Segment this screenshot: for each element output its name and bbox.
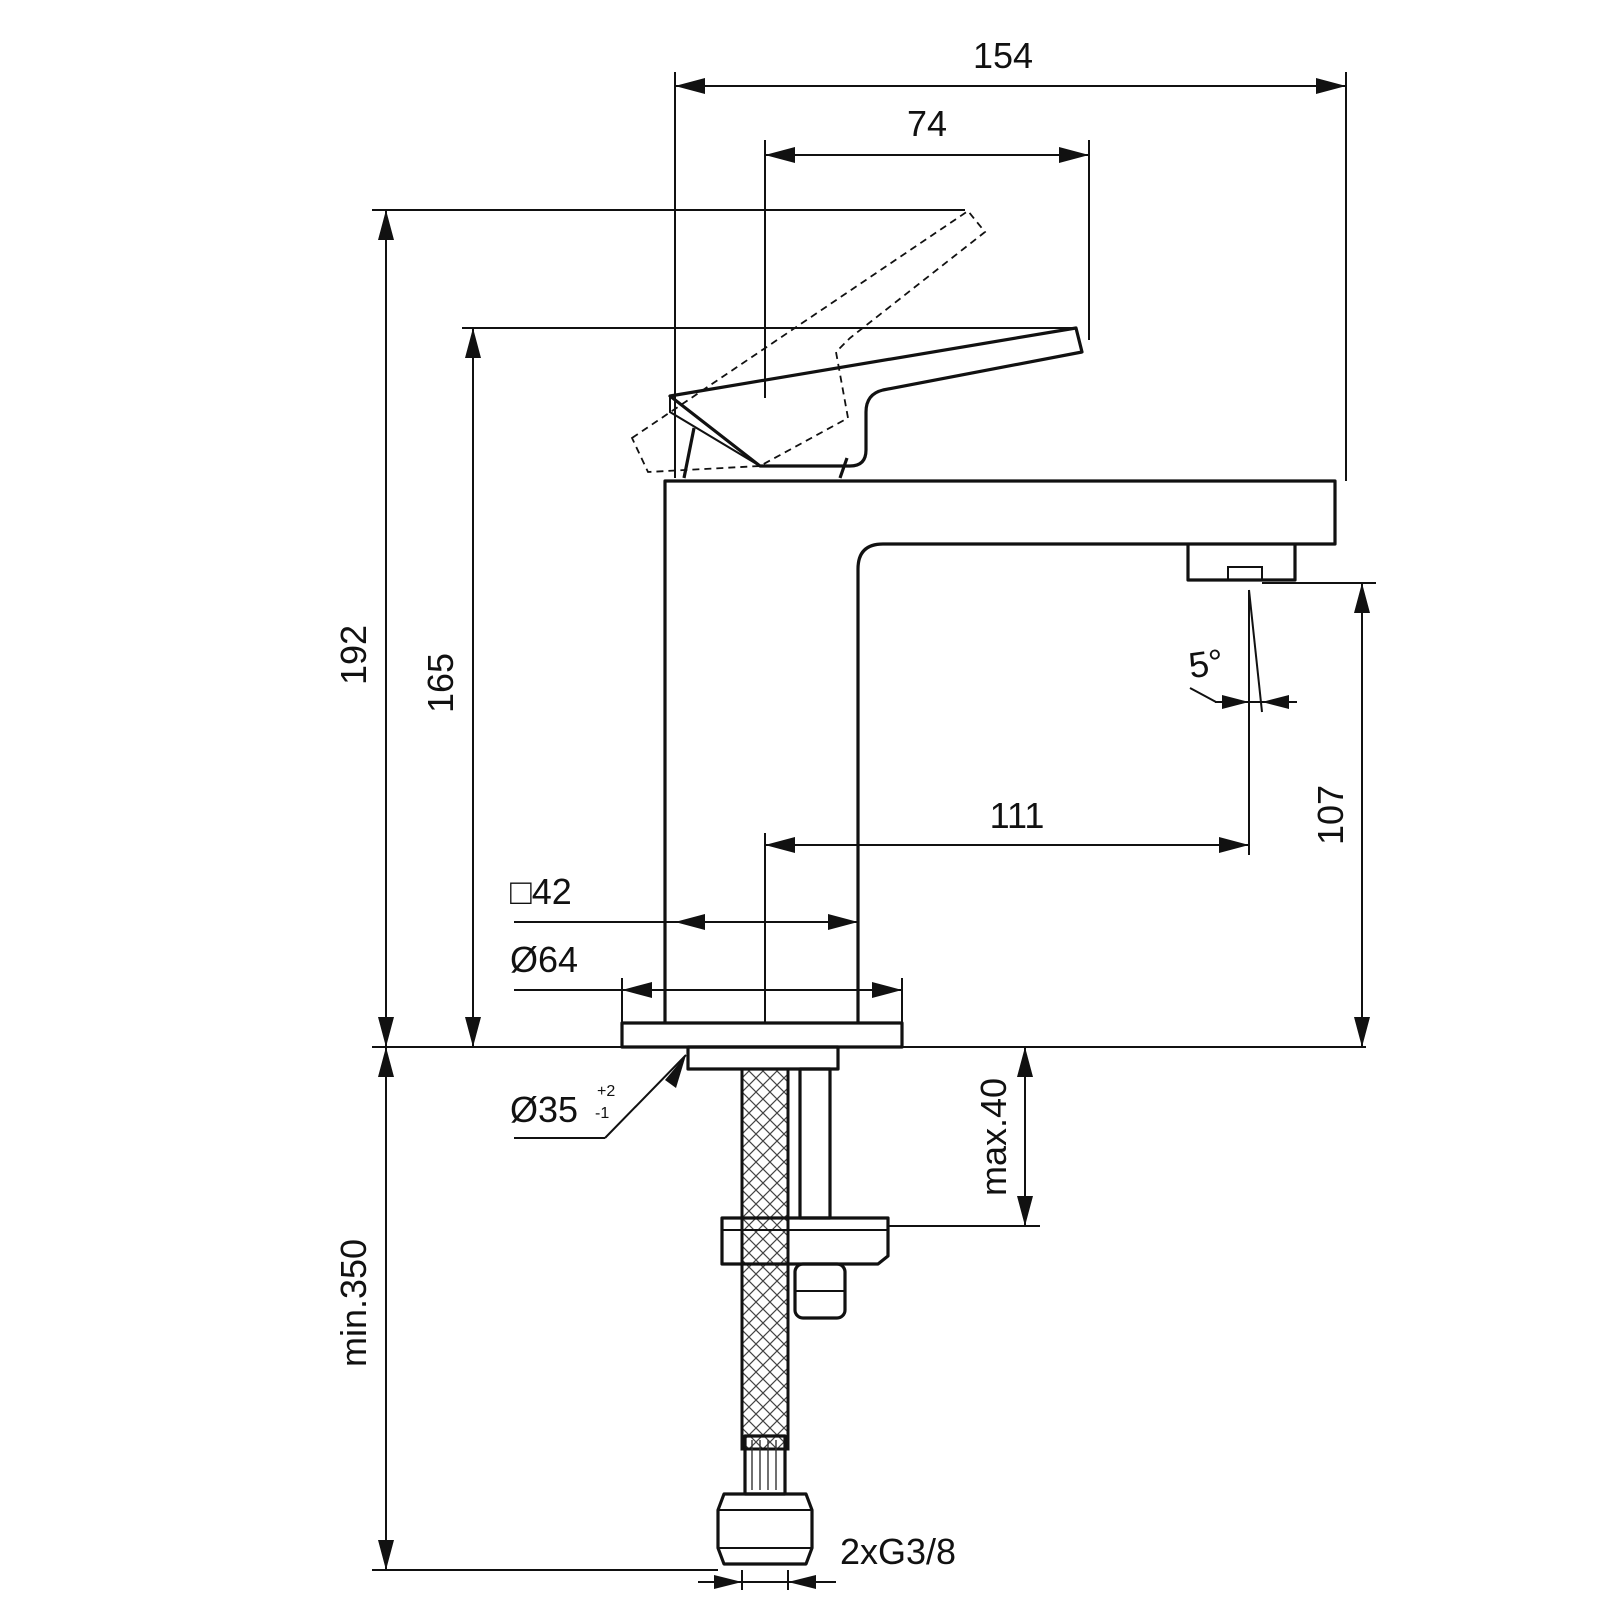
dimension-165: [465, 328, 481, 1047]
extension-lines: [372, 72, 1376, 1590]
dimension-154: [675, 78, 1346, 94]
dimension-max-40: [1017, 1047, 1033, 1226]
dimension-min-350: [378, 1047, 394, 1570]
dimension-74: [765, 147, 1089, 163]
faucet-body: [620, 427, 1337, 1049]
lever-handle-raised: [630, 209, 987, 473]
label-107: 107: [1310, 785, 1351, 845]
label-165: 165: [420, 653, 461, 713]
label-diameter-35: Ø35: [510, 1089, 578, 1130]
label-tolerance-minus: -1: [595, 1105, 609, 1122]
dimension-connection: [698, 1575, 836, 1589]
label-154: 154: [973, 35, 1033, 76]
dimension-square-42: [514, 914, 858, 930]
label-connection: 2xG3/8: [840, 1531, 956, 1572]
label-square-42: □42: [510, 871, 572, 912]
lever-handle: [668, 326, 1084, 468]
dimension-192: [378, 210, 394, 1047]
label-111: 111: [990, 795, 1045, 836]
under-deck-assembly: [686, 1045, 890, 1566]
dimension-107: [1354, 583, 1370, 1047]
label-max-40: max.40: [973, 1078, 1014, 1196]
label-angle: 5°: [1186, 641, 1226, 686]
label-192: 192: [333, 625, 374, 685]
dimension-diameter-64: [514, 978, 903, 1023]
label-74: 74: [907, 103, 947, 144]
label-diameter-64: Ø64: [510, 939, 578, 980]
dimension-diameter-35: [514, 1054, 687, 1139]
dimension-angle-5: [1189, 687, 1297, 709]
label-tolerance-plus: +2: [597, 1083, 615, 1100]
label-min-350: min.350: [333, 1239, 374, 1367]
dimension-111: [765, 837, 1249, 853]
